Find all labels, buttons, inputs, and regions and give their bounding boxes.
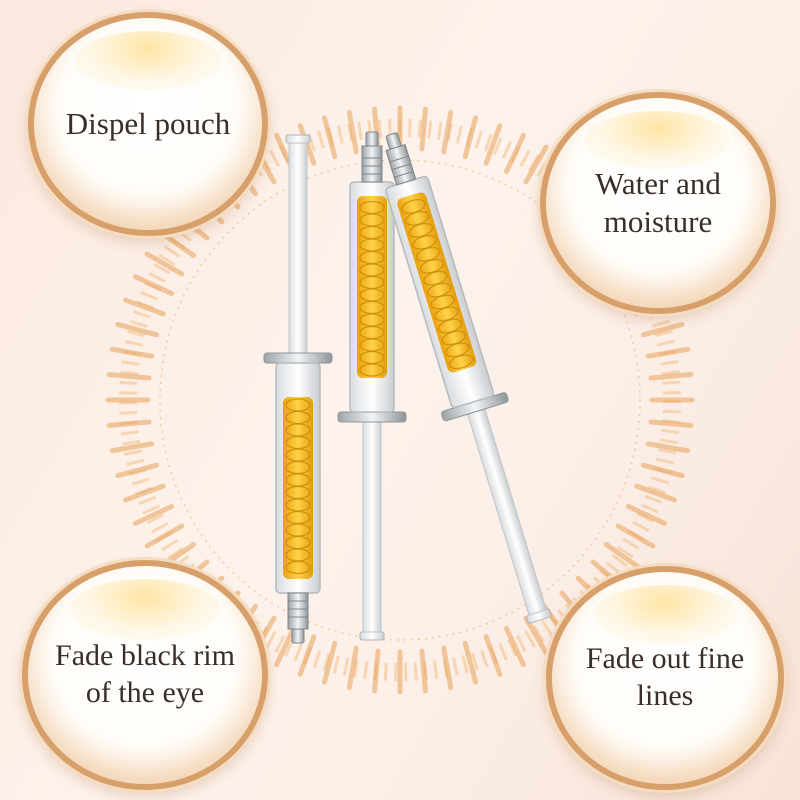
badge-text-line1: Water and	[595, 166, 721, 202]
sunburst-ray	[346, 109, 359, 155]
syringe-icon	[263, 134, 333, 644]
sunburst-ray	[106, 372, 152, 381]
sunburst-ray	[615, 523, 656, 549]
sunburst-ray	[483, 123, 503, 166]
sunburst-ray	[645, 346, 691, 359]
badge-dispel-pouch: Dispel pouch	[28, 12, 268, 236]
sunburst-ray	[132, 503, 175, 526]
badge-label: Water and moisture	[581, 165, 735, 241]
sunburst-ray	[640, 462, 685, 479]
badge-gloss	[70, 579, 220, 641]
sunburst-ray	[523, 144, 549, 185]
syringe-icon	[358, 123, 574, 631]
sunburst-ray	[523, 615, 549, 656]
sunburst-ray	[109, 441, 155, 454]
sunburst-ray	[123, 483, 166, 503]
badge-text-line2: lines	[636, 679, 694, 712]
sunburst-ray	[640, 321, 685, 338]
badge-text-line2: of the eye	[85, 676, 205, 709]
syringe-icon	[337, 131, 407, 641]
sunburst-ray	[321, 640, 338, 685]
sunburst-ray	[109, 346, 155, 359]
sunburst-ray	[483, 634, 503, 677]
sunburst-ray	[503, 132, 526, 175]
badge-gloss	[75, 30, 221, 91]
sunburst-ray	[419, 648, 428, 694]
sunburst-ray	[441, 109, 454, 155]
sunburst-ray	[346, 645, 359, 691]
badge-text-line1: Fade black rim	[55, 639, 235, 673]
sunburst-ray	[625, 503, 668, 526]
sunburst-ray	[144, 523, 185, 549]
sunburst-ray	[115, 321, 160, 338]
badge-label: Fade out fine lines	[572, 641, 758, 714]
sunburst-ray	[115, 462, 160, 479]
serum-bead	[359, 200, 385, 215]
sunburst-ray	[144, 251, 185, 277]
sunburst-ray	[648, 419, 694, 428]
sunburst-ray	[441, 645, 454, 691]
sunburst-ray	[648, 372, 694, 381]
sunburst-ray	[419, 106, 428, 152]
badge-text-line1: Fade out fine	[585, 642, 745, 676]
badge-label: Fade black rim of the eye	[41, 638, 249, 711]
badge-water-moisture: Water and moisture	[540, 92, 776, 314]
sunburst-ray	[274, 625, 297, 668]
badge-gloss	[586, 110, 730, 170]
sunburst-ray	[372, 648, 381, 694]
sunburst-ray	[123, 297, 166, 317]
badge-text: Dispel pouch	[65, 106, 231, 142]
sunburst-ray	[158, 230, 197, 258]
sunburst-ray	[297, 634, 317, 677]
badge-label: Dispel pouch	[52, 105, 244, 143]
sunburst-ray	[603, 542, 642, 570]
sunburst-ray	[132, 274, 175, 297]
badge-fade-black-rim: Fade black rim of the eye	[22, 560, 268, 790]
sunburst-ray	[503, 625, 526, 668]
serum-bead	[401, 199, 426, 214]
badge-fade-fine-lines: Fade out fine lines	[546, 566, 784, 790]
sunburst-ray	[462, 640, 479, 685]
badge-gloss	[592, 584, 738, 645]
badge-text-line2: moisture	[603, 204, 713, 239]
sunburst-ray	[321, 115, 338, 160]
sunburst-ray	[462, 115, 479, 160]
sunburst-ray	[634, 483, 677, 503]
sunburst-ray	[645, 441, 691, 454]
sunburst-ray	[106, 419, 152, 428]
serum-bead	[285, 560, 311, 575]
